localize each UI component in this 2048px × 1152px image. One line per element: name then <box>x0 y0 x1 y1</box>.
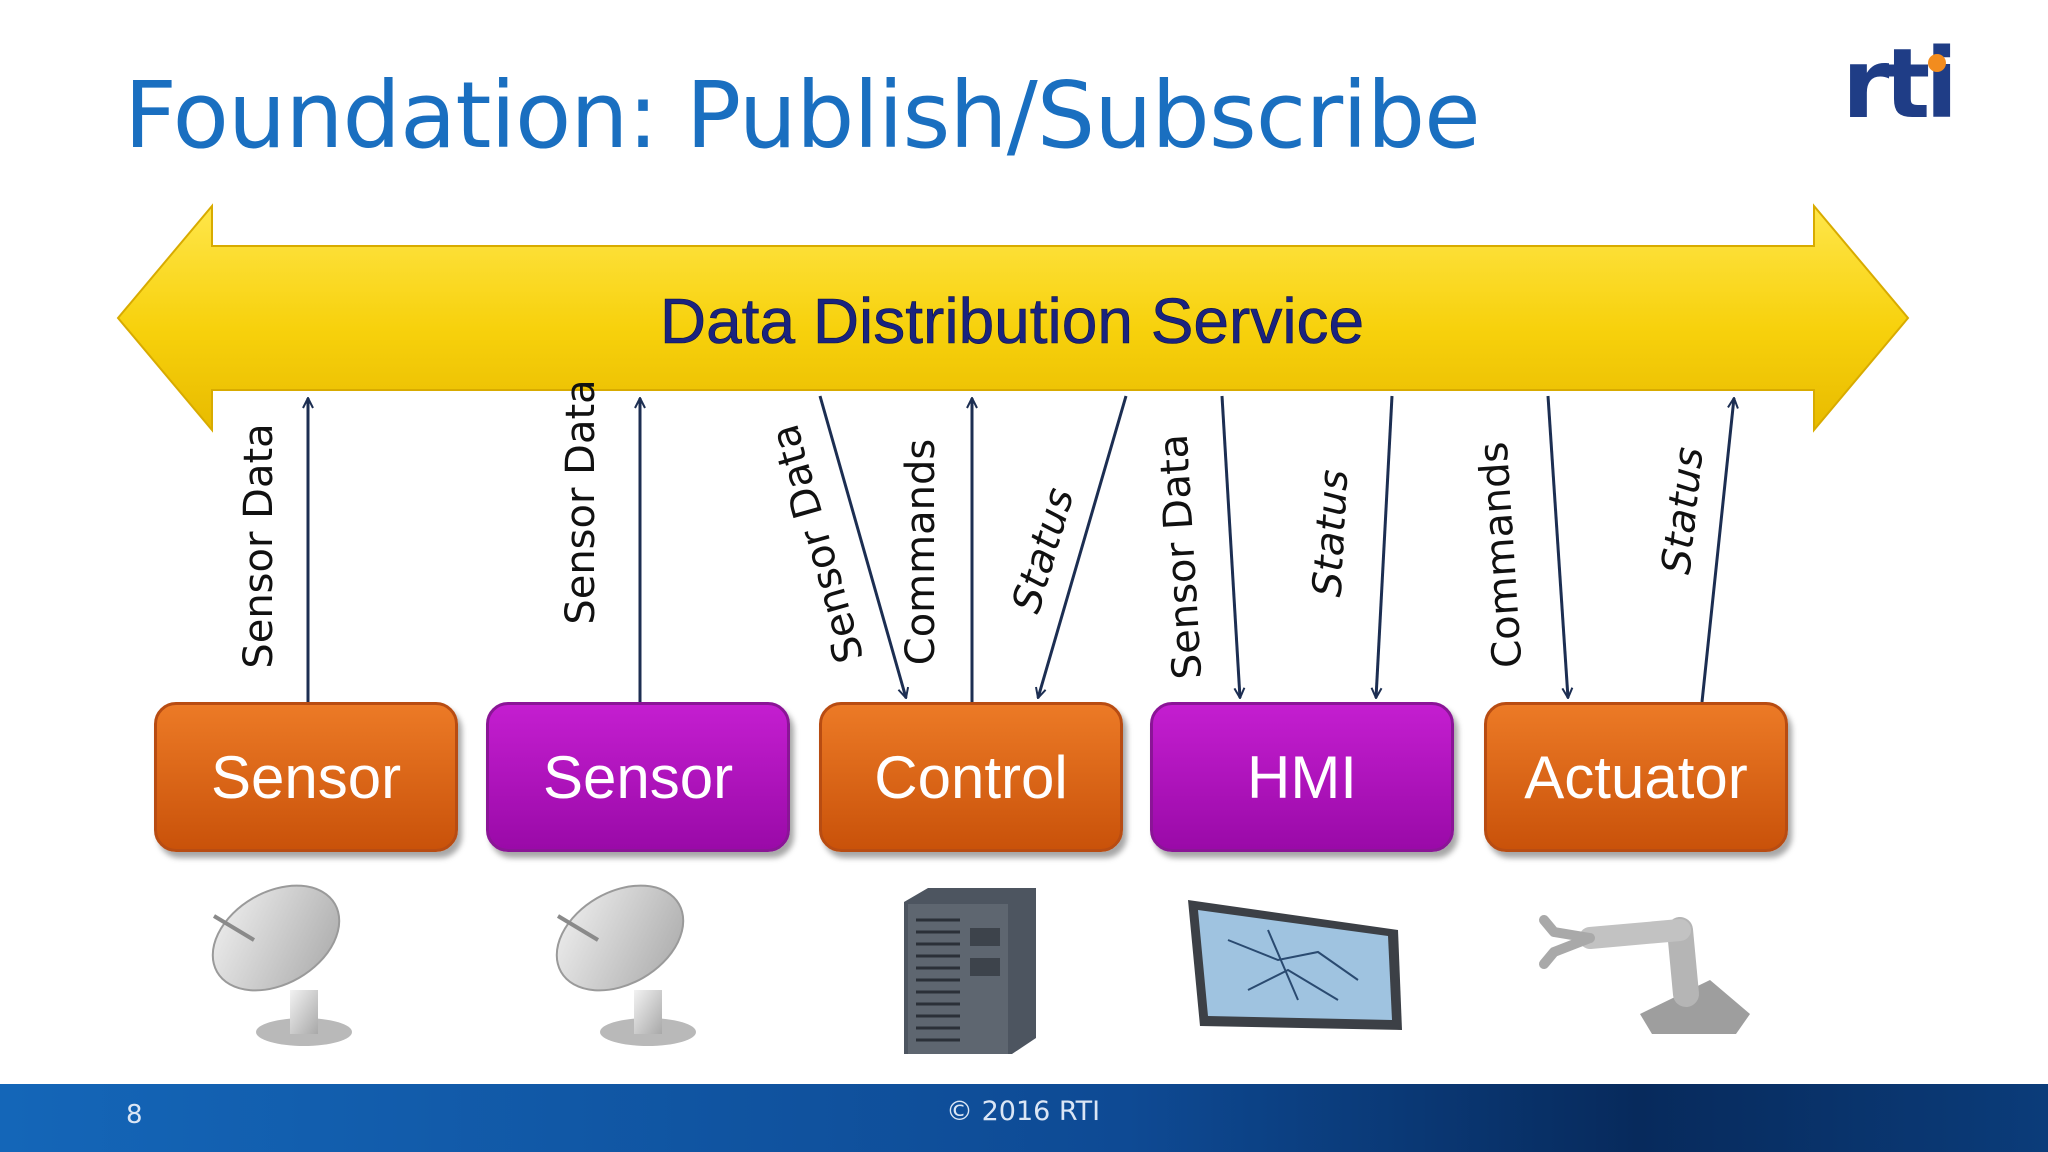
flow-arrow-subscribe <box>818 395 906 698</box>
bus-label: Data Distribution Service <box>660 285 1364 357</box>
node-label: Actuator <box>1524 743 1748 811</box>
monitor-map-icon <box>1188 900 1402 1030</box>
flow-label: Commands <box>898 439 944 665</box>
data-bus-arrow: Data Distribution Service <box>116 203 1910 433</box>
footer-bar: 8 © 2016 RTI <box>0 1084 2048 1152</box>
flow-label: Status <box>1654 445 1713 577</box>
node-box-hmi: HMI <box>1150 702 1454 852</box>
node-box-sensor: Sensor <box>154 702 458 852</box>
flow-label: Sensor Data <box>1151 433 1212 681</box>
flow-arrow-subscribe <box>1376 395 1394 698</box>
flow-label: Sensor Data <box>236 423 282 668</box>
flow-label: Sensor Data <box>762 419 873 668</box>
flow-arrow-subscribe <box>1220 395 1240 698</box>
rti-logo: rti <box>1842 36 1958 140</box>
node-label: Control <box>874 743 1068 811</box>
robot-arm-icon <box>1539 915 1750 1034</box>
flow-label: Status <box>1004 483 1084 618</box>
node-label: HMI <box>1247 743 1357 811</box>
server-tower-icon <box>904 888 1036 1054</box>
flow-label: Status <box>1305 468 1358 598</box>
flow-arrow-publish <box>1700 398 1734 703</box>
flow-arrow-subscribe <box>1038 395 1128 698</box>
satellite-dish-icon <box>555 884 696 1046</box>
node-box-actuator: Actuator <box>1484 702 1788 852</box>
logo-dot <box>1928 54 1946 72</box>
node-box-sensor: Sensor <box>486 702 790 852</box>
logo-text: rti <box>1842 28 1958 140</box>
satellite-dish-icon <box>211 884 352 1046</box>
copyright: © 2016 RTI <box>946 1096 1101 1127</box>
flow-label: Sensor Data <box>558 379 604 624</box>
node-box-control: Control <box>819 702 1123 852</box>
flow-label: Commands <box>1471 440 1532 669</box>
flow-arrows: Sensor Data Sensor Data Sensor Data Command… <box>236 379 1734 703</box>
page-number: 8 <box>126 1100 143 1130</box>
flow-arrow-subscribe <box>1546 395 1568 698</box>
node-label: Sensor <box>542 743 734 811</box>
node-label: Sensor <box>210 743 402 811</box>
slide-title: Foundation: Publish/Subscribe <box>124 62 1481 169</box>
